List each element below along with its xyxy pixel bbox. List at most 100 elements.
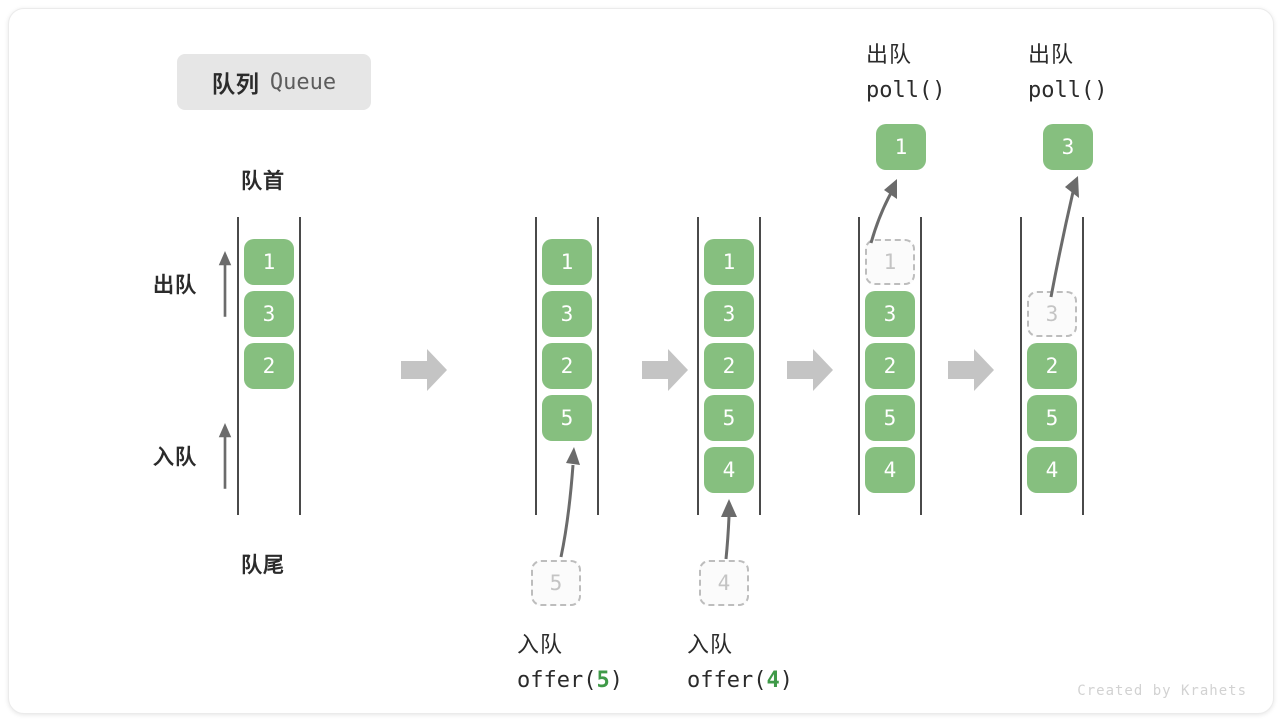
title-cn: 队列 xyxy=(211,71,260,97)
queue-cell: 4 xyxy=(865,447,915,493)
queue-cell: 3 xyxy=(542,291,592,337)
rail-left xyxy=(535,217,537,515)
queue-panel-after-offer-4: 1 3 2 5 4 xyxy=(697,217,761,515)
queue-slot: 3 xyxy=(540,291,594,343)
queue-slot: 4 xyxy=(702,447,756,499)
queue-cell: 1 xyxy=(244,239,294,285)
offer-5-code-value: 5 xyxy=(596,668,610,693)
offer-5-arrow-icon xyxy=(559,447,580,558)
queue-slot xyxy=(242,447,296,499)
queue-cell: 2 xyxy=(865,343,915,389)
queue-cell: 3 xyxy=(1027,291,1077,337)
rail-left xyxy=(1020,217,1022,515)
rail-right xyxy=(759,217,761,515)
queue-slot: 4 xyxy=(863,447,917,499)
queue-cell: 3 xyxy=(865,291,915,337)
queue-cell: 3 xyxy=(244,291,294,337)
queue-slot: 2 xyxy=(863,343,917,395)
offer-4-code-prefix: offer( xyxy=(687,668,767,693)
poll-3-caption-code: poll() xyxy=(1028,78,1108,103)
queue-slot: 3 xyxy=(863,291,917,343)
queue-cell xyxy=(244,395,294,441)
queue-panel-poll-3: 3 2 5 4 xyxy=(1020,217,1084,515)
offer-5-caption: 入队 offer(5) xyxy=(517,627,623,699)
poll-1-caption-cn: 出队 xyxy=(866,42,913,67)
queue-cell: 5 xyxy=(704,395,754,441)
poll-1-caption-code: poll() xyxy=(866,78,946,103)
queue-cell: 5 xyxy=(865,395,915,441)
queue-slot: 3 xyxy=(702,291,756,343)
queue-cell: 2 xyxy=(244,343,294,389)
rail-right xyxy=(920,217,922,515)
queue-slot: 5 xyxy=(540,395,594,447)
queue-slot: 1 xyxy=(242,239,296,291)
queue-cell xyxy=(244,447,294,493)
queue-cell: 5 xyxy=(1027,395,1077,441)
offer-5-caption-cn: 入队 xyxy=(517,632,564,657)
queue-slot: 2 xyxy=(540,343,594,395)
offer-4-arrow-icon xyxy=(721,499,737,560)
flow-arrow-icon xyxy=(642,349,688,391)
rail-left xyxy=(697,217,699,515)
queue-head-label: 队首 xyxy=(241,170,285,193)
offer-4-caption-cn: 入队 xyxy=(687,632,734,657)
queue-cell: 5 xyxy=(542,395,592,441)
queue-slot: 2 xyxy=(1025,343,1079,395)
queue-cell: 4 xyxy=(704,447,754,493)
flow-arrow-icon xyxy=(401,349,447,391)
offer-4-code-value: 4 xyxy=(766,668,780,693)
queue-cell: 1 xyxy=(865,239,915,285)
queue-slot: 1 xyxy=(540,239,594,291)
diagram-canvas: 队列 Queue 队首 队尾 出队 入队 1 3 2 1 3 xyxy=(8,8,1274,714)
offer-5-ghost-box: 5 xyxy=(531,560,581,606)
offer-4-caption-code: offer(4) xyxy=(687,663,793,699)
queue-slot: 2 xyxy=(242,343,296,395)
queue-slot: 3 xyxy=(242,291,296,343)
rail-right xyxy=(1082,217,1084,515)
queue-slot: 5 xyxy=(863,395,917,447)
queue-panel-initial: 1 3 2 xyxy=(237,217,301,515)
rail-right xyxy=(597,217,599,515)
queue-slots: 1 3 2 5 4 xyxy=(702,239,756,515)
queue-slots: 1 3 2 5 xyxy=(540,239,594,515)
queue-tail-label: 队尾 xyxy=(241,554,285,577)
queue-slots: 1 3 2 5 4 xyxy=(863,239,917,515)
queue-slot: 1 xyxy=(863,239,917,291)
queue-cell: 3 xyxy=(704,291,754,337)
queue-slot: 1 xyxy=(702,239,756,291)
enqueue-direction-arrow-icon xyxy=(218,423,232,489)
title-badge: 队列 Queue xyxy=(177,54,371,110)
offer-4-code-suffix: ) xyxy=(779,668,793,693)
queue-slot: 3 xyxy=(1025,291,1079,343)
rail-left xyxy=(237,217,239,515)
queue-slots: 3 2 5 4 xyxy=(1025,239,1079,515)
flow-arrow-icon xyxy=(948,349,994,391)
poll-3-caption: 出队 poll() xyxy=(1028,37,1107,109)
queue-panel-poll-1: 1 3 2 5 4 xyxy=(858,217,922,515)
offer-4-ghost-box: 4 xyxy=(699,560,749,606)
poll-1-arrow-icon xyxy=(869,179,897,244)
dequeue-direction-label: 出队 xyxy=(153,274,197,297)
queue-slot: 4 xyxy=(1025,447,1079,499)
dequeue-direction-arrow-icon xyxy=(218,251,232,317)
queue-slot xyxy=(242,395,296,447)
flow-arrow-icon xyxy=(787,349,833,391)
queue-cell: 1 xyxy=(542,239,592,285)
rail-left xyxy=(858,217,860,515)
offer-4-caption: 入队 offer(4) xyxy=(687,627,793,699)
watermark: Created by Krahets xyxy=(1077,683,1247,699)
queue-slot: 5 xyxy=(1025,395,1079,447)
poll-3-popped-box: 3 xyxy=(1043,124,1093,170)
enqueue-direction-label: 入队 xyxy=(153,446,197,469)
queue-cell: 4 xyxy=(1027,447,1077,493)
poll-3-caption-cn: 出队 xyxy=(1028,42,1075,67)
offer-5-code-suffix: ) xyxy=(609,668,623,693)
queue-slots: 1 3 2 xyxy=(242,239,296,515)
queue-cell: 2 xyxy=(542,343,592,389)
queue-slot: 5 xyxy=(702,395,756,447)
rail-right xyxy=(299,217,301,515)
poll-3-arrow-icon xyxy=(1049,176,1079,298)
queue-cell: 2 xyxy=(1027,343,1077,389)
offer-5-code-prefix: offer( xyxy=(517,668,597,693)
poll-1-popped-box: 1 xyxy=(876,124,926,170)
